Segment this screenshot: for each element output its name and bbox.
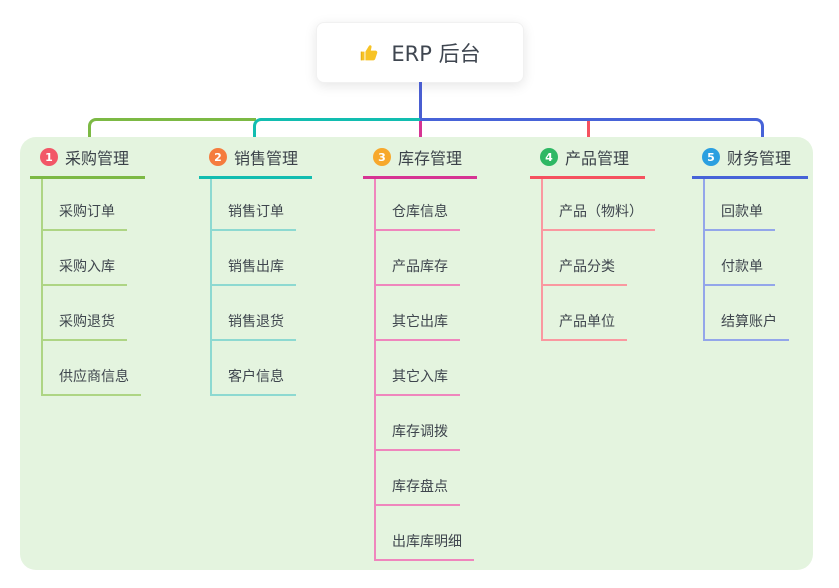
child-node[interactable]: 销售出库 [212, 231, 312, 286]
branch-children: 采购订单 采购入库 采购退货 供应商信息 [41, 179, 145, 396]
branch-label: 销售管理 [234, 149, 299, 168]
branch-label: 库存管理 [398, 149, 463, 168]
child-node[interactable]: 结算账户 [705, 286, 808, 341]
branch-label: 财务管理 [727, 149, 792, 168]
branch-node-product[interactable]: 4 产品管理 [530, 145, 645, 179]
branch-node-finance[interactable]: 5 财务管理 [692, 145, 808, 179]
child-label: 产品分类 [543, 256, 627, 286]
child-node[interactable]: 销售订单 [212, 179, 312, 231]
child-label: 销售退货 [212, 311, 296, 341]
branches-panel [20, 137, 813, 570]
child-node[interactable]: 产品库存 [376, 231, 477, 286]
connector-root-stem [419, 82, 422, 119]
root-node[interactable]: ERP 后台 [316, 22, 524, 83]
child-label: 结算账户 [705, 311, 789, 341]
child-label: 采购退货 [43, 311, 127, 341]
child-node[interactable]: 产品（物料） [543, 179, 655, 231]
branch-inventory-management: 3 库存管理 仓库信息 产品库存 其它出库 其它入库 库存调拨 库存盘点 出库库… [363, 145, 477, 561]
child-label: 库存盘点 [376, 476, 460, 506]
child-label: 采购入库 [43, 256, 127, 286]
branch-children: 回款单 付款单 结算账户 [703, 179, 808, 341]
child-label: 产品单位 [543, 311, 627, 341]
branch-number-badge: 4 [540, 148, 558, 166]
child-node[interactable]: 其它出库 [376, 286, 477, 341]
child-node[interactable]: 采购退货 [43, 286, 145, 341]
child-label: 销售出库 [212, 256, 296, 286]
child-node[interactable]: 采购订单 [43, 179, 145, 231]
child-node[interactable]: 出库库明细 [376, 506, 477, 561]
branch-product-management: 4 产品管理 产品（物料） 产品分类 产品单位 [530, 145, 655, 341]
branch-sales-management: 2 销售管理 销售订单 销售出库 销售退货 客户信息 [199, 145, 312, 396]
child-node[interactable]: 产品单位 [543, 286, 655, 341]
child-node[interactable]: 回款单 [705, 179, 808, 231]
child-label: 产品（物料） [543, 201, 655, 231]
child-node[interactable]: 仓库信息 [376, 179, 477, 231]
child-label: 采购订单 [43, 201, 127, 231]
child-label: 回款单 [705, 201, 775, 231]
child-label: 库存调拨 [376, 421, 460, 451]
child-node[interactable]: 供应商信息 [43, 341, 145, 396]
branch-number-badge: 3 [373, 148, 391, 166]
branch-children: 产品（物料） 产品分类 产品单位 [541, 179, 655, 341]
thumbs-up-icon [359, 42, 381, 64]
branch-children: 仓库信息 产品库存 其它出库 其它入库 库存调拨 库存盘点 出库库明细 [374, 179, 477, 561]
child-label: 供应商信息 [43, 366, 141, 396]
child-node[interactable]: 库存调拨 [376, 396, 477, 451]
branch-label: 采购管理 [65, 149, 130, 168]
child-node[interactable]: 其它入库 [376, 341, 477, 396]
branch-purchase-management: 1 采购管理 采购订单 采购入库 采购退货 供应商信息 [30, 145, 145, 396]
child-label: 其它入库 [376, 366, 460, 396]
branch-label: 产品管理 [565, 149, 630, 168]
child-node[interactable]: 采购入库 [43, 231, 145, 286]
child-label: 其它出库 [376, 311, 460, 341]
branch-finance-management: 5 财务管理 回款单 付款单 结算账户 [692, 145, 808, 341]
branch-number-badge: 1 [40, 148, 58, 166]
child-label: 仓库信息 [376, 201, 460, 231]
branch-node-purchase[interactable]: 1 采购管理 [30, 145, 145, 179]
child-node[interactable]: 销售退货 [212, 286, 312, 341]
branch-number-badge: 5 [702, 148, 720, 166]
root-title: ERP 后台 [391, 41, 481, 66]
branch-children: 销售订单 销售出库 销售退货 客户信息 [210, 179, 312, 396]
child-node[interactable]: 付款单 [705, 231, 808, 286]
child-label: 出库库明细 [376, 531, 474, 561]
child-label: 产品库存 [376, 256, 460, 286]
branch-node-sales[interactable]: 2 销售管理 [199, 145, 312, 179]
child-label: 销售订单 [212, 201, 296, 231]
child-node[interactable]: 产品分类 [543, 231, 655, 286]
branch-node-inventory[interactable]: 3 库存管理 [363, 145, 477, 179]
branch-number-badge: 2 [209, 148, 227, 166]
child-label: 客户信息 [212, 366, 296, 396]
child-node[interactable]: 客户信息 [212, 341, 312, 396]
child-node[interactable]: 库存盘点 [376, 451, 477, 506]
child-label: 付款单 [705, 256, 775, 286]
